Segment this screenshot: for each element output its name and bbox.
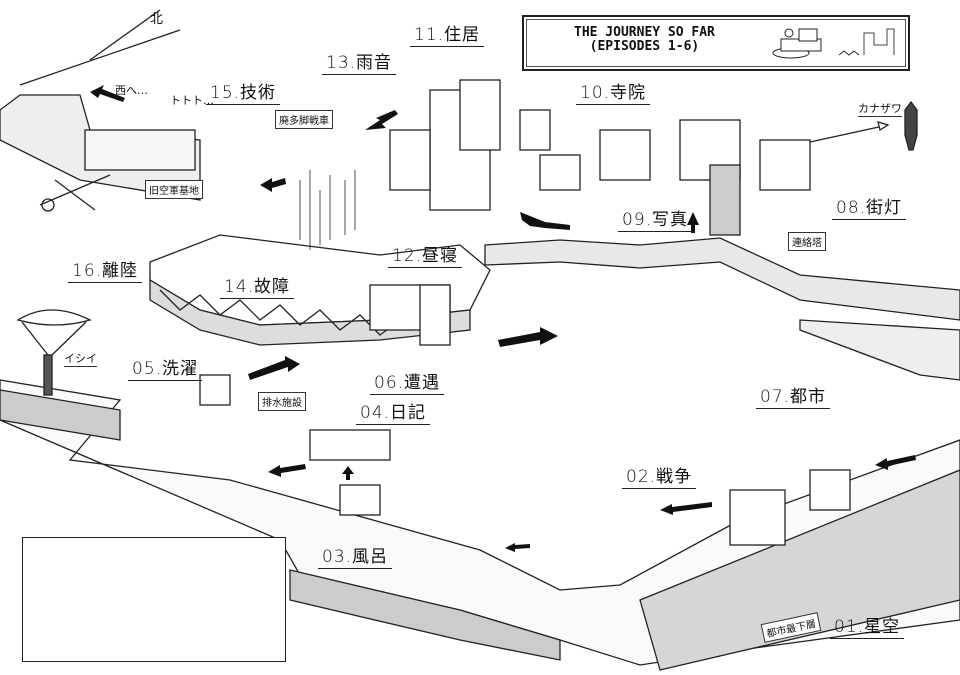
rain	[299, 170, 356, 250]
text-west: 西へ…	[115, 84, 148, 97]
empty-panel	[22, 537, 286, 662]
kanazawa-arrow	[809, 100, 918, 151]
platform-lower	[0, 379, 960, 671]
compass-north: 北	[150, 12, 164, 27]
note-airbase: 旧空軍基地	[145, 180, 203, 199]
episode-label-05: 05.洗濯	[128, 354, 203, 381]
episode-label-10: 10.寺院	[576, 78, 651, 105]
episode-label-14: 14.故障	[220, 272, 295, 299]
text-ishii: イシイ	[64, 352, 97, 367]
airbase	[0, 94, 201, 212]
episode-label-12: 12.昼寝	[388, 241, 463, 268]
episode-label-09: 09.写真	[618, 205, 693, 232]
compass-lines	[19, 9, 181, 86]
title-text: THE JOURNEY SO FAR (EPISODES 1-6)	[574, 26, 715, 54]
episode-label-15: 15.技術	[206, 78, 281, 105]
episode-label-07: 07.都市	[756, 382, 831, 409]
walkway-right	[484, 237, 960, 381]
episode-label-16: 16.離陸	[68, 256, 143, 283]
title-line-1: THE JOURNEY SO FAR	[574, 25, 715, 40]
title-panel: THE JOURNEY SO FAR (EPISODES 1-6)	[522, 15, 910, 71]
episode-label-08: 08.街灯	[832, 193, 907, 220]
episode-label-13: 13.雨音	[322, 48, 397, 75]
note-tank: 廃多脚戦車	[275, 110, 333, 129]
buildings	[199, 79, 851, 546]
note-drainage: 排水施設	[258, 392, 306, 411]
text-kanazawa: カナザワ	[858, 102, 902, 117]
episode-label-06: 06.遭遇	[370, 368, 445, 395]
episode-label-02: 02.戦争	[622, 462, 697, 489]
episode-label-03: 03.風呂	[318, 542, 393, 569]
episode-label-01: 01.星空	[830, 612, 905, 639]
note-tower: 連絡塔	[788, 232, 826, 251]
direction-arrows	[90, 85, 916, 552]
text-sound: トトト…	[170, 94, 214, 107]
kettenkrad-icon	[772, 28, 895, 59]
parachute	[16, 309, 92, 396]
episode-label-11: 11.住居	[410, 20, 485, 47]
title-line-2: (EPISODES 1-6)	[589, 39, 700, 54]
episode-label-04: 04.日記	[356, 398, 431, 425]
